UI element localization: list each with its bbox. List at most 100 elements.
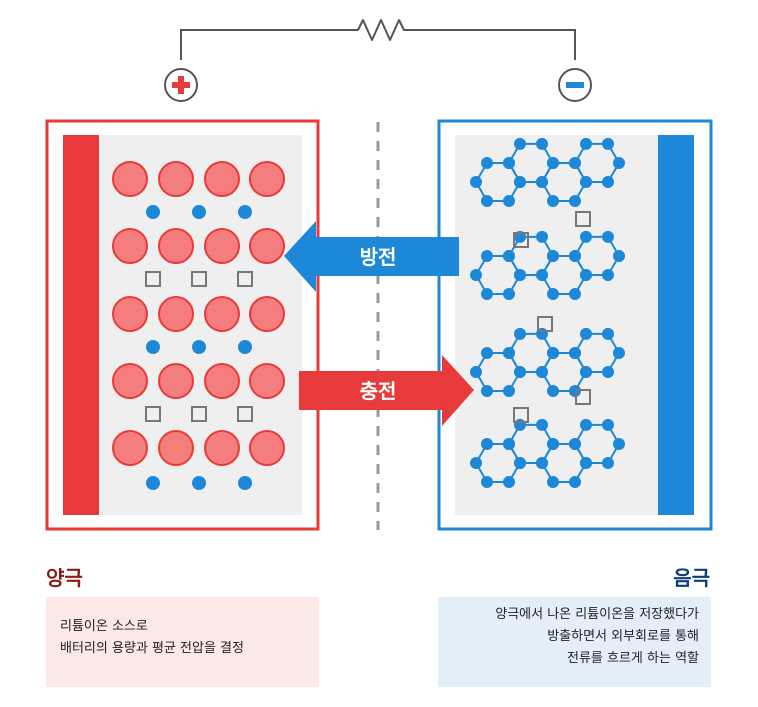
carbon-atom <box>536 176 548 188</box>
carbon-atom <box>580 137 592 150</box>
carbon-atom <box>580 269 592 281</box>
metal-oxide-atom <box>249 161 285 197</box>
anode-description-line: 전류를 흐르게 하는 역할 <box>567 651 699 666</box>
metal-oxide-atom <box>112 228 148 264</box>
carbon-atom <box>536 137 548 150</box>
metal-oxide-atom <box>112 296 148 332</box>
carbon-atom <box>481 249 493 262</box>
cathode-description-line: 배터리의 용량과 평균 전압을 결정 <box>60 641 244 656</box>
carbon-atom <box>514 176 526 188</box>
carbon-atom <box>481 195 493 208</box>
carbon-atom <box>470 176 482 188</box>
carbon-atom <box>547 437 559 450</box>
carbon-atom <box>613 437 625 450</box>
discharge-arrow: 방전 <box>284 221 459 292</box>
carbon-atom <box>569 249 581 262</box>
lithium-ion <box>192 340 206 354</box>
carbon-atom <box>503 385 515 398</box>
carbon-atom <box>547 195 559 208</box>
carbon-atom <box>613 346 625 359</box>
vacancy-marker <box>513 407 529 423</box>
anode-panel <box>455 135 658 515</box>
anode-description-line: 양극에서 나온 리튬이온을 저장했다가 <box>495 607 699 622</box>
carbon-atom <box>580 457 592 469</box>
carbon-atom <box>514 366 526 378</box>
charge-arrow: 충전 <box>299 355 474 426</box>
metal-oxide-atom <box>204 228 240 264</box>
carbon-atom <box>580 230 592 243</box>
metal-oxide-atom <box>112 363 148 399</box>
carbon-atom <box>503 156 515 169</box>
lithium-ion <box>192 205 206 219</box>
discharge-label: 방전 <box>360 245 397 269</box>
metal-oxide-atom <box>158 363 194 399</box>
lithium-ion <box>146 340 160 354</box>
carbon-atom <box>569 156 581 169</box>
carbon-atom <box>481 476 493 489</box>
vacancy-marker <box>237 406 253 422</box>
metal-oxide-atom <box>204 161 240 197</box>
carbon-atom <box>503 249 515 262</box>
carbon-atom <box>602 457 614 469</box>
carbon-atom <box>569 476 581 489</box>
carbon-atom <box>569 195 581 208</box>
carbon-atom <box>481 288 493 301</box>
carbon-atom <box>580 327 592 340</box>
carbon-atom <box>580 366 592 378</box>
carbon-atom <box>514 418 526 431</box>
carbon-atom <box>536 230 548 243</box>
carbon-atom <box>481 156 493 169</box>
carbon-atom <box>613 249 625 262</box>
lithium-ion <box>238 205 252 219</box>
anode-graphite-layers <box>470 137 625 489</box>
metal-oxide-atom <box>204 430 240 466</box>
carbon-atom <box>602 366 614 378</box>
carbon-atom <box>536 269 548 281</box>
metal-oxide-atom <box>158 228 194 264</box>
carbon-atom <box>503 476 515 489</box>
cathode-lattice <box>112 161 285 490</box>
carbon-atom <box>613 156 625 169</box>
metal-oxide-atom <box>249 228 285 264</box>
vacancy-marker <box>575 389 591 405</box>
carbon-atom <box>514 137 526 150</box>
carbon-atom <box>602 137 614 150</box>
carbon-atom <box>514 327 526 340</box>
anode-description-box: 양극에서 나온 리튬이온을 저장했다가 방출하면서 외부회로를 통해 전류를 흐… <box>438 597 711 687</box>
vacancy-marker <box>145 406 161 422</box>
vacancy-marker <box>575 211 591 227</box>
lithium-ion <box>238 476 252 490</box>
vacancy-marker <box>537 316 553 332</box>
cathode-title: 양극 <box>46 566 83 590</box>
carbon-atom <box>547 156 559 169</box>
carbon-atom <box>503 195 515 208</box>
carbon-atom <box>503 346 515 359</box>
metal-oxide-atom <box>158 161 194 197</box>
metal-oxide-atom <box>249 296 285 332</box>
carbon-atom <box>470 269 482 281</box>
metal-oxide-atom <box>112 161 148 197</box>
minus-terminal-icon <box>558 68 592 102</box>
lithium-ion <box>192 476 206 490</box>
lithium-ion <box>238 340 252 354</box>
battery-illustration: 방전 충전 <box>45 19 713 531</box>
carbon-atom <box>602 269 614 281</box>
carbon-atom <box>481 346 493 359</box>
metal-oxide-atom <box>158 296 194 332</box>
carbon-atom <box>514 457 526 469</box>
carbon-atom <box>547 385 559 398</box>
carbon-atom <box>602 327 614 340</box>
carbon-atom <box>514 269 526 281</box>
metal-oxide-atom <box>249 430 285 466</box>
carbon-atom <box>481 437 493 450</box>
cathode-description-line: 리튬이온 소스로 <box>60 619 148 634</box>
metal-oxide-atom <box>158 430 194 466</box>
anode-current-collector <box>658 135 694 515</box>
carbon-atom <box>569 346 581 359</box>
carbon-atom <box>547 476 559 489</box>
carbon-atom <box>569 288 581 301</box>
carbon-atom <box>602 230 614 243</box>
carbon-atom <box>470 366 482 378</box>
carbon-atom <box>481 385 493 398</box>
